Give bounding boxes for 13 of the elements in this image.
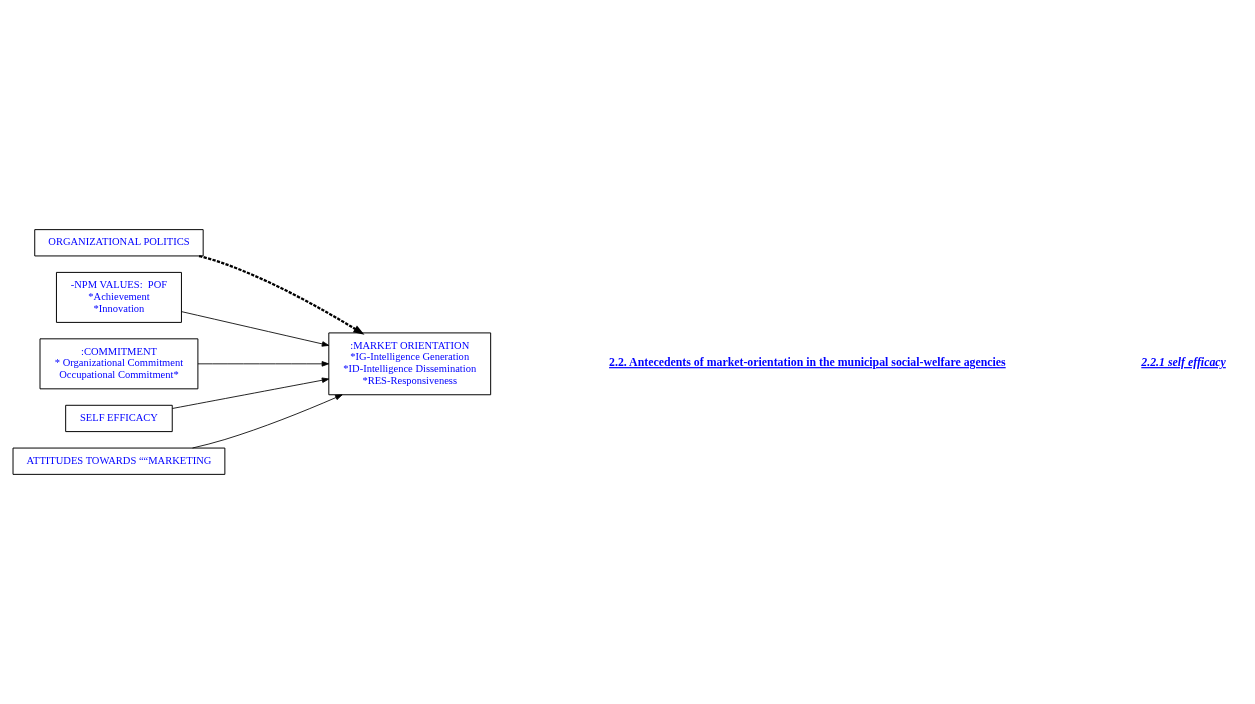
arrow — [171, 377, 330, 409]
label: 2.2.1 self efficacy — [1141, 355, 1226, 370]
arrow — [198, 254, 365, 335]
node-box: ORGANIZATIONAL POLITICS — [34, 229, 204, 257]
arrow — [192, 394, 343, 449]
node-box: -NPM VALUES: POF *Achievement *Innovation — [55, 271, 182, 323]
node-box: SELF EFFICACY — [65, 404, 173, 433]
node-box: :COMMITMENT * Organizational Commitment Occupational Commitment* — [39, 338, 199, 390]
arrow — [181, 311, 330, 347]
arrow — [197, 361, 330, 367]
node-box: ATTITUDES TOWARDS ““MARKETING — [12, 447, 226, 475]
node-box: :MARKET ORIENTATION *IG-Intelligence Generation *ID-Intelligence Dissemination *RES-Responsiveness — [328, 332, 492, 396]
label: 2.2. Antecedents of market-orientation in the municipal social-welfare agencies — [609, 355, 1006, 370]
